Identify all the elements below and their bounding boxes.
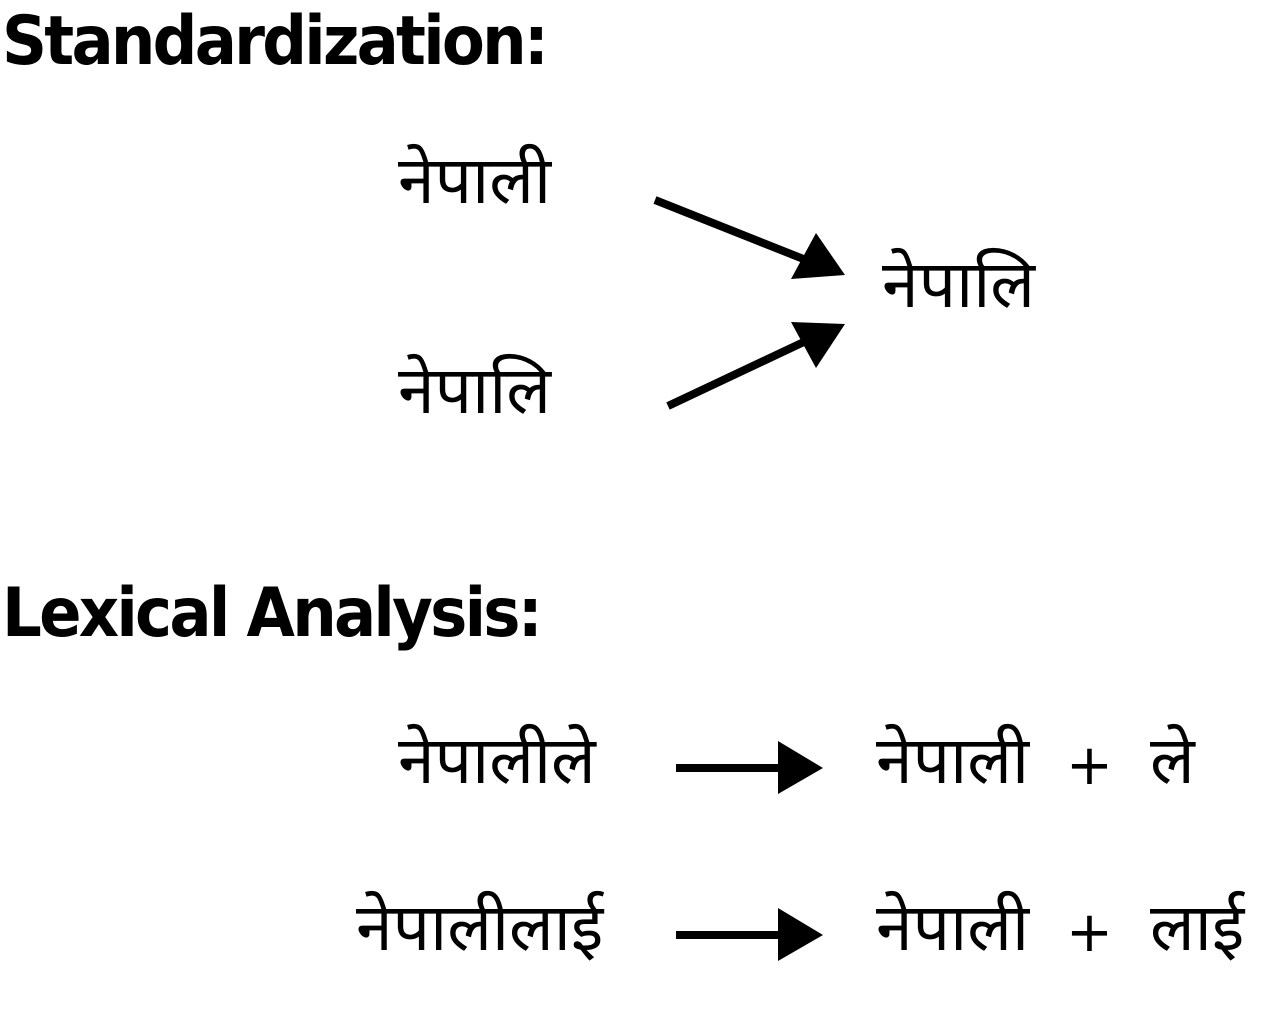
std-input-word-2: नेपालि bbox=[398, 352, 552, 429]
section-heading-standardization: Standardization: bbox=[2, 2, 549, 81]
lex-stem-word-1: नेपाली bbox=[876, 722, 1030, 799]
lex-input-word-1: नेपालीले bbox=[398, 722, 596, 799]
lex-input-word-2: नेपालीलाई bbox=[356, 889, 604, 966]
lex-stem-word-2: नेपाली bbox=[876, 889, 1030, 966]
right-arrow-icon bbox=[676, 741, 823, 794]
section-heading-lexical-analysis: Lexical Analysis: bbox=[2, 574, 543, 653]
plus-operator-1: + bbox=[1066, 733, 1113, 798]
lex-suffix-word-1: ले bbox=[1150, 722, 1195, 799]
right-arrow-icon bbox=[676, 908, 823, 961]
std-input-word-1: नेपाली bbox=[398, 142, 552, 219]
diagonal-up-arrow-icon bbox=[666, 322, 845, 410]
diagonal-down-arrow-icon bbox=[653, 196, 845, 279]
std-output-word: नेपालि bbox=[882, 246, 1036, 323]
plus-operator-2: + bbox=[1066, 900, 1113, 965]
lex-suffix-word-2: लाई bbox=[1150, 889, 1245, 966]
